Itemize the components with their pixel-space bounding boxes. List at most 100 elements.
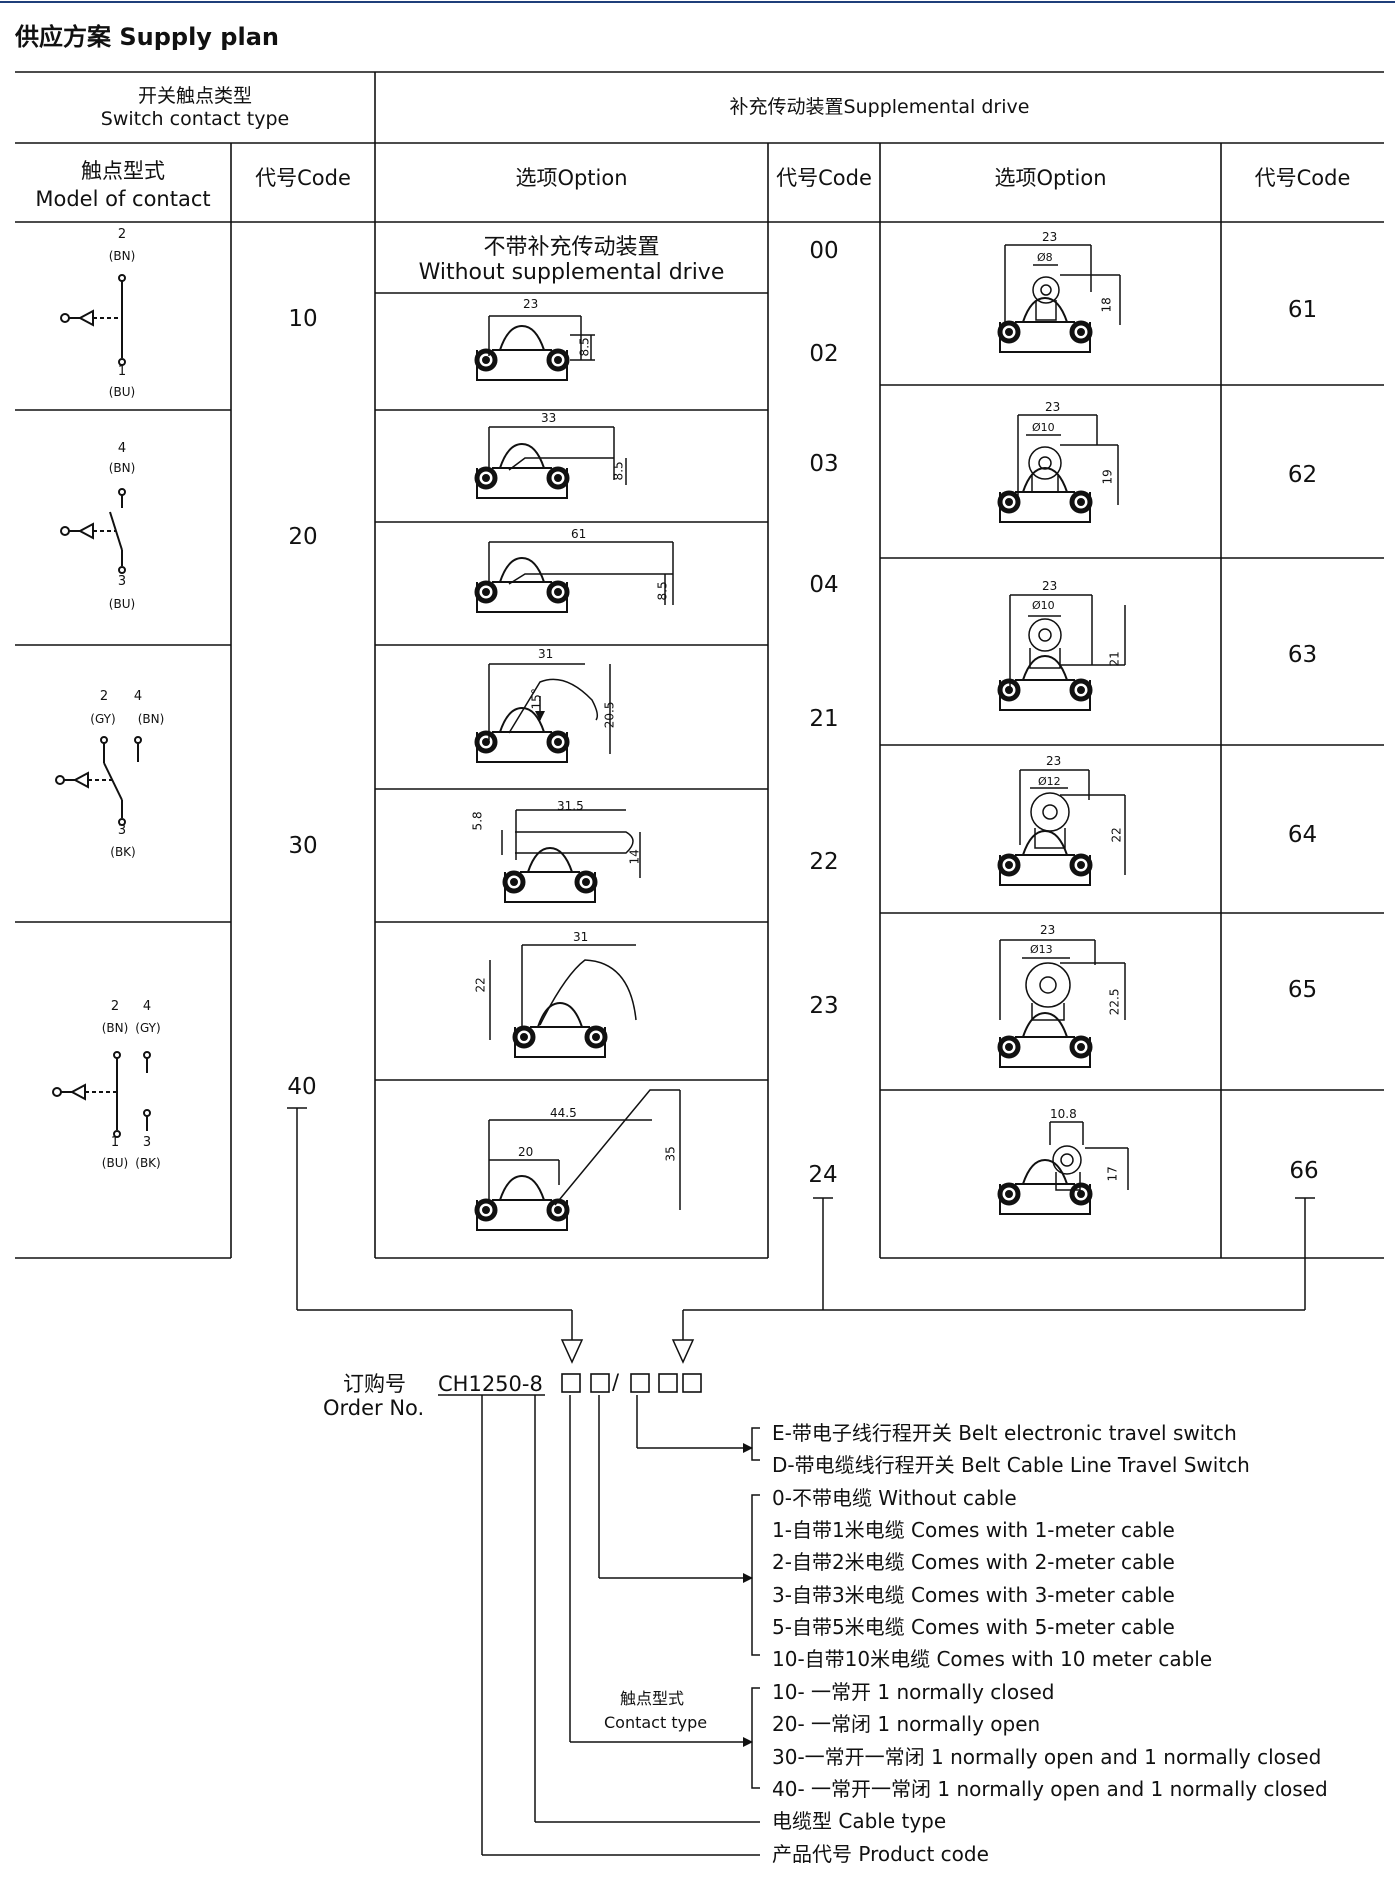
drive-code-65: 65 xyxy=(1287,977,1318,1003)
switch-body xyxy=(512,1001,608,1058)
column-option-2: 选项Option xyxy=(994,166,1107,190)
switch-contact-type-en: Switch contact type xyxy=(100,108,290,130)
legend-cable-5: 5-自带5米电缆 Comes with 5-meter cable xyxy=(772,1615,1175,1639)
drive-code-66: 66 xyxy=(1289,1158,1319,1184)
contact-type-label-en: Contact type xyxy=(604,1713,708,1732)
dim-label: Ø10 xyxy=(1032,421,1055,434)
dim-label: 20.5 xyxy=(602,701,617,729)
drive-code-23: 23 xyxy=(809,993,839,1019)
dim-label: 15° xyxy=(529,688,544,710)
terminal-label: 3 xyxy=(117,574,127,589)
legend-leaders xyxy=(438,1394,760,1856)
legend-cable-10: 10-自带10米电缆 Comes with 10 meter cable xyxy=(772,1647,1213,1671)
lever-drawings xyxy=(488,315,681,1210)
drive-code-61: 61 xyxy=(1287,297,1318,323)
switch-body xyxy=(997,1011,1093,1068)
option-00-label-cn: 不带补充传动装置 xyxy=(483,235,660,260)
dim-label: 20 xyxy=(518,1145,534,1159)
option-00-label-en: Without supplemental drive xyxy=(418,260,725,285)
terminal-label: 2 xyxy=(99,689,109,704)
switch-contact-type-cn: 开关触点类型 xyxy=(137,85,252,107)
dim-label: 17 xyxy=(1105,1166,1120,1182)
contact-code-10: 10 xyxy=(288,306,318,332)
terminal-wire: (BK) xyxy=(110,845,136,859)
order-label-en: Order No. xyxy=(323,1396,425,1420)
order-code-slash: / xyxy=(612,1370,620,1394)
dim-label: 23 xyxy=(1042,579,1058,593)
switch-body xyxy=(997,654,1093,711)
legend-switch-d: D-带电缆线行程开关 Belt Cable Line Travel Switch xyxy=(772,1453,1250,1477)
terminal-wire: (BK) xyxy=(135,1156,161,1170)
dim-label: 33 xyxy=(541,411,557,425)
drive-code-02: 02 xyxy=(809,341,839,367)
drive-code-00: 00 xyxy=(809,238,839,264)
dim-label: 31.5 xyxy=(557,799,584,813)
dim-label: 18 xyxy=(1099,297,1114,313)
order-code-boxes xyxy=(561,1373,702,1393)
dim-label: 19 xyxy=(1100,469,1115,485)
terminal-label: 3 xyxy=(117,823,127,838)
legend-cable-3: 3-自带3米电缆 Comes with 3-meter cable xyxy=(772,1583,1175,1607)
legend-cable-2: 2-自带2米电缆 Comes with 2-meter cable xyxy=(772,1550,1175,1574)
terminal-wire: (BU) xyxy=(101,1156,129,1170)
terminal-label: 4 xyxy=(142,999,152,1014)
terminal-label: 3 xyxy=(142,1135,152,1150)
order-code-prefix: CH1250-8 xyxy=(438,1372,543,1396)
terminal-label: 1 xyxy=(117,364,127,379)
legend-contact-10: 10- 一常开 1 normally closed xyxy=(772,1680,1055,1704)
drive-code-03: 03 xyxy=(809,451,839,477)
dim-label: Ø12 xyxy=(1038,775,1061,788)
column-code-2: 代号Code xyxy=(776,166,872,190)
contact-symbol-10 xyxy=(60,274,126,366)
dim-label: 23 xyxy=(1046,754,1062,768)
switch-body xyxy=(502,846,598,903)
drive-code-63: 63 xyxy=(1287,642,1318,668)
legend-cable-0: 0-不带电缆 Without cable xyxy=(772,1486,1017,1510)
terminal-wire: (GY) xyxy=(90,712,116,726)
dim-label: 5.8 xyxy=(470,811,485,831)
dim-label: 23 xyxy=(523,297,539,311)
terminal-label: 1 xyxy=(110,1135,120,1150)
switch-drawings xyxy=(474,296,1093,1231)
switch-body xyxy=(997,1158,1093,1215)
switch-body xyxy=(474,324,570,381)
dim-label: 22.5 xyxy=(1107,988,1122,1016)
order-label-cn: 订购号 xyxy=(343,1372,406,1396)
dim-label: 23 xyxy=(1040,923,1056,937)
dim-label: 14 xyxy=(627,849,642,865)
switch-body xyxy=(474,442,570,499)
switch-body xyxy=(474,556,570,613)
drive-code-64: 64 xyxy=(1287,822,1318,848)
terminal-label: 2 xyxy=(117,227,127,242)
switch-body xyxy=(997,829,1093,886)
terminal-wire: (BU) xyxy=(108,597,136,611)
drive-code-22: 22 xyxy=(809,849,839,875)
dim-label: 8.5 xyxy=(577,337,592,357)
order-connectors xyxy=(287,1107,1315,1364)
dim-label: 31 xyxy=(573,930,589,944)
terminal-wire: (BN) xyxy=(108,461,136,475)
switch-body xyxy=(997,466,1093,523)
dim-label: 23 xyxy=(1045,400,1061,414)
model-of-contact-cn: 触点型式 xyxy=(81,159,165,183)
contact-code-40: 40 xyxy=(287,1074,317,1100)
terminal-label: 2 xyxy=(110,999,120,1014)
supplemental-drive-header: 补充传动装置Supplemental drive xyxy=(729,96,1030,118)
legend-switch-e: E-带电子线行程开关 Belt electronic travel switch xyxy=(772,1421,1237,1445)
dim-label: 22 xyxy=(473,977,488,993)
roller-drawings xyxy=(999,244,1129,1191)
legend-cable-1: 1-自带1米电缆 Comes with 1-meter cable xyxy=(772,1518,1175,1542)
dim-label: 8.5 xyxy=(655,581,670,601)
dim-label: 44.5 xyxy=(550,1106,577,1120)
terminal-wire: (GY) xyxy=(135,1021,161,1035)
dim-label: 23 xyxy=(1042,230,1058,244)
legend-contact-40: 40- 一常开一常闭 1 normally open and 1 normall… xyxy=(772,1777,1328,1801)
terminal-wire: (BN) xyxy=(108,249,136,263)
dim-label: 21 xyxy=(1107,651,1122,667)
contact-symbol-20 xyxy=(60,488,126,574)
column-option-1: 选项Option xyxy=(515,166,628,190)
contact-code-20: 20 xyxy=(288,524,318,550)
contact-code-30: 30 xyxy=(288,833,318,859)
dim-label: 8.5 xyxy=(611,461,626,481)
